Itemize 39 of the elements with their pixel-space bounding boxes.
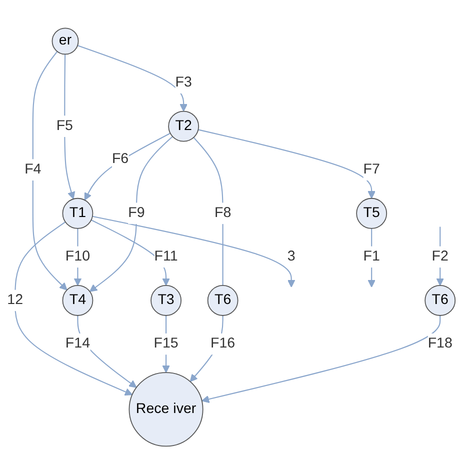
arrow <box>436 226 444 286</box>
edge-label: F10 <box>65 248 90 264</box>
arrow <box>368 228 376 288</box>
node-circle: T6 <box>207 284 238 316</box>
edge-label: F14 <box>65 336 90 351</box>
edge-label: F4 <box>24 162 42 177</box>
edge-label: 12 <box>7 292 24 308</box>
edge-label: F9 <box>128 205 145 220</box>
edge-label: F11 <box>154 248 178 264</box>
edge-label: F15 <box>154 336 178 351</box>
edge-label: F16 <box>210 336 236 351</box>
arrow <box>198 128 376 199</box>
node-circle: T1 <box>62 198 94 229</box>
edge-label: F18 <box>428 336 452 351</box>
node-circle: T5 <box>356 198 388 229</box>
arrow <box>89 136 173 292</box>
arrow <box>202 315 441 403</box>
arrow <box>92 216 296 288</box>
edge-label: F5 <box>56 118 73 134</box>
node-circle: Rece iver <box>128 372 204 446</box>
node-circle: T6 <box>424 284 456 316</box>
arrow <box>84 132 171 200</box>
edge-label: F3 <box>175 74 192 90</box>
arrow <box>77 44 188 112</box>
arrow <box>14 221 133 396</box>
node-circle: er <box>52 28 79 54</box>
node-circle: T4 <box>62 284 94 316</box>
arrow <box>90 219 170 286</box>
edge-label: F1 <box>363 248 380 264</box>
arrow <box>64 54 76 200</box>
node-circle: T2 <box>168 110 200 142</box>
edge-label: F7 <box>363 162 380 177</box>
arrow <box>32 50 68 290</box>
edge-label: F6 <box>112 151 129 166</box>
edge-label: F2 <box>432 248 448 264</box>
node-circle: T3 <box>150 284 182 316</box>
connector <box>193 136 224 286</box>
edge-label: 3 <box>287 248 296 264</box>
edge-label: F8 <box>214 205 232 220</box>
